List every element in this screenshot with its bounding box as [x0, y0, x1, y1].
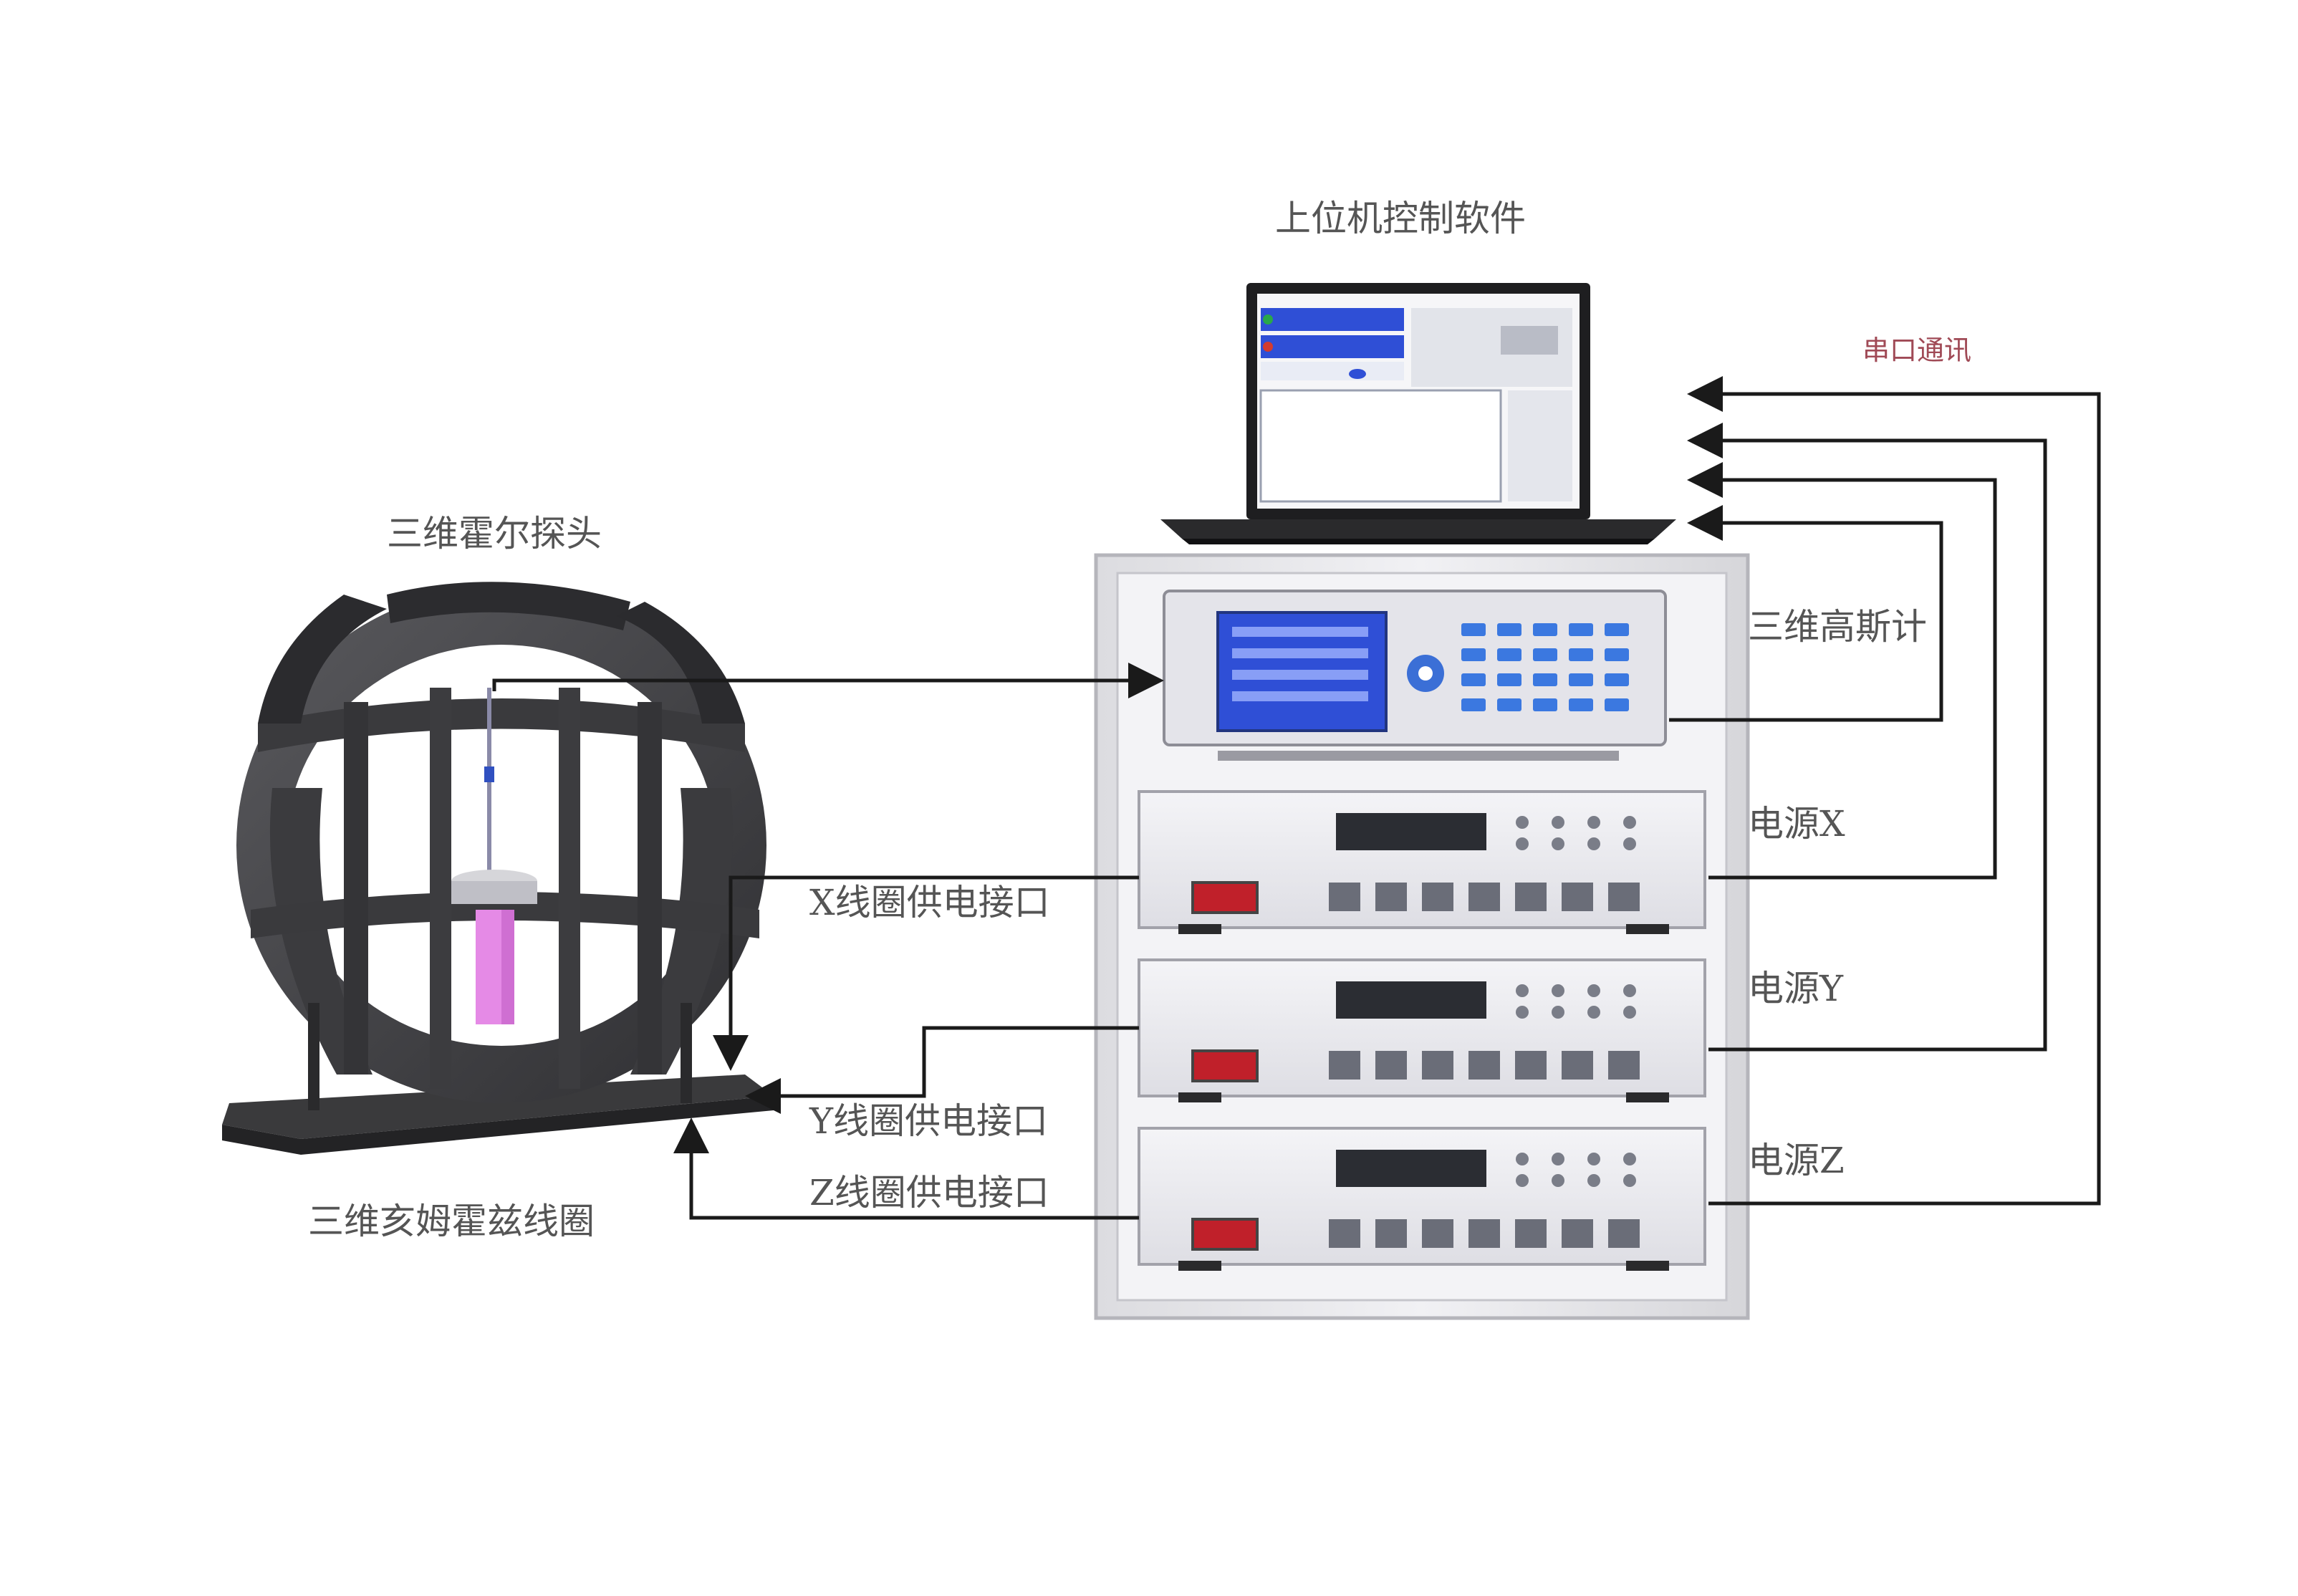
rack-cabinet [1094, 553, 1750, 1320]
label-hall-probe: 三维霍尔探头 [387, 513, 602, 554]
label-helmholtz-coil: 三维亥姆霍兹线圈 [308, 1201, 595, 1242]
probe-signal-wire [492, 663, 1164, 698]
gaussmeter-icon [1163, 590, 1667, 761]
serial-gaussmeter-wire [1669, 505, 1943, 722]
label-power-z: 电源Z [1748, 1140, 1845, 1181]
label-power-y: 电源Y [1748, 968, 1844, 1009]
power-supply-z-icon [1138, 1127, 1706, 1271]
label-z-coil-port: Z线圈供电接口 [809, 1172, 1049, 1213]
serial-psu-y-wire [1687, 423, 2047, 1052]
helmholtz-coil-icon [222, 582, 774, 1155]
label-serial-comm: 串口通讯 [1862, 335, 1972, 366]
power-supply-x-icon [1138, 790, 1706, 934]
label-x-coil-port: X线圈供电接口 [809, 882, 1050, 923]
y-coil-wire [745, 1026, 1139, 1114]
z-coil-wire [673, 1117, 1139, 1220]
label-host-software: 上位机控制软件 [1275, 198, 1526, 239]
serial-psu-z-wire [1687, 376, 2101, 1206]
label-gaussmeter: 三维高斯计 [1748, 606, 1927, 648]
x-coil-wire [713, 875, 1139, 1071]
label-y-coil-port: Y线圈供电接口 [809, 1100, 1049, 1142]
power-supply-y-icon [1138, 958, 1706, 1102]
label-power-x: 电源X [1748, 803, 1845, 845]
laptop-icon [1160, 283, 1676, 544]
connection-wires [492, 376, 2101, 1220]
serial-psu-x-wire [1687, 462, 1997, 880]
